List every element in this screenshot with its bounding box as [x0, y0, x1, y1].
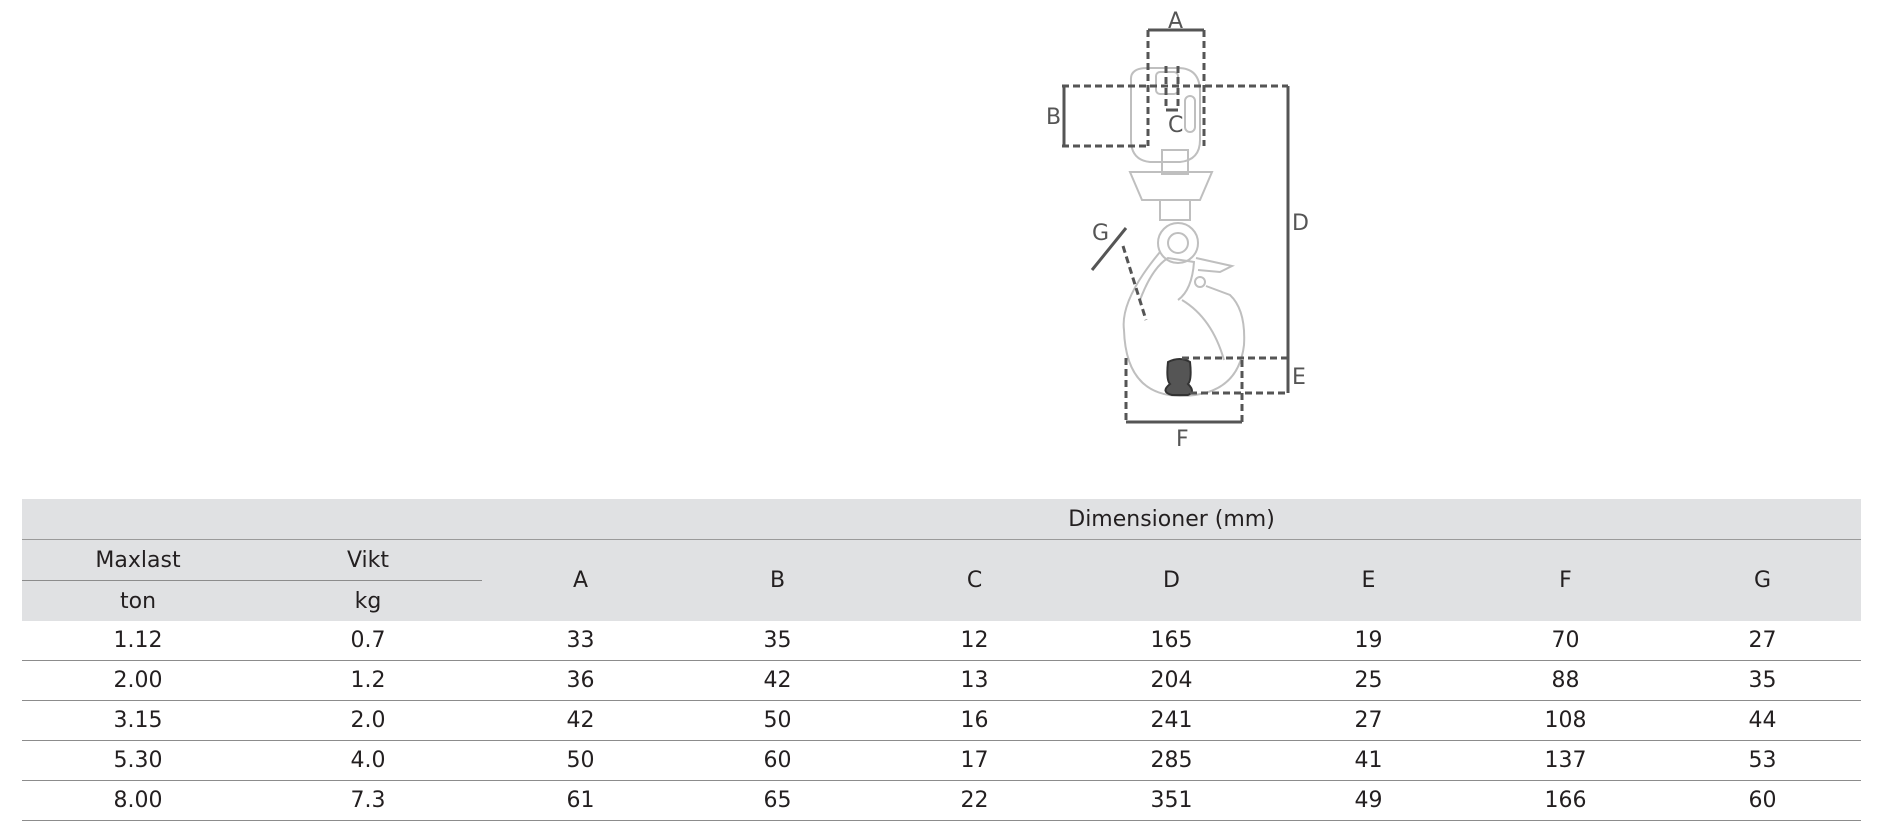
table-cell: 241: [1073, 700, 1270, 741]
table-cell: 22: [876, 780, 1073, 821]
table-cell: 17: [876, 740, 1073, 781]
table-cell: 0.7: [254, 621, 482, 661]
dim-label-g: G: [1092, 221, 1109, 246]
table-cell: 108: [1467, 700, 1664, 741]
table-cell: 137: [1467, 740, 1664, 781]
table-cell: 5.30: [22, 740, 254, 781]
dim-label-e: E: [1292, 365, 1306, 390]
column-header-b: B: [679, 539, 876, 621]
table-cell: 60: [679, 740, 876, 781]
dim-label-f: F: [1176, 427, 1189, 452]
unit-kg: kg: [254, 580, 482, 621]
table-cell: 50: [679, 700, 876, 741]
table-cell: 165: [1073, 621, 1270, 661]
header-blank: [22, 499, 482, 540]
header-row-group: Dimensioner (mm): [22, 499, 1862, 540]
swivel-hook-diagram: A B C D E F G: [1046, 9, 1309, 452]
dim-label-c: C: [1168, 113, 1183, 138]
swivel-eye-shape: [1129, 67, 1201, 163]
table-cell: 36: [482, 660, 679, 701]
unit-ton: ton: [22, 580, 254, 621]
specification-table: Dimensioner (mm) Maxlast Vikt A B C D E …: [22, 499, 1862, 821]
table-cell: 42: [679, 660, 876, 701]
column-header-c: C: [876, 539, 1073, 621]
table-cell: 50: [482, 740, 679, 781]
table-cell: 35: [1664, 660, 1862, 701]
table-cell: 19: [1270, 621, 1467, 661]
table-cell: 2.0: [254, 700, 482, 741]
table-cell: 1.2: [254, 660, 482, 701]
dimensions-group-header: Dimensioner (mm): [482, 499, 1862, 540]
table-cell: 49: [1270, 780, 1467, 821]
table-cell: 27: [1664, 621, 1862, 661]
table-cell: 12: [876, 621, 1073, 661]
table-cell: 166: [1467, 780, 1664, 821]
table-cell: 13: [876, 660, 1073, 701]
table-cell: 42: [482, 700, 679, 741]
table-cell: 61: [482, 780, 679, 821]
table-cell: 351: [1073, 780, 1270, 821]
table-cell: 88: [1467, 660, 1664, 701]
table-cell: 8.00: [22, 780, 254, 821]
table-cell: 25: [1270, 660, 1467, 701]
column-header-vikt: Vikt: [254, 539, 482, 581]
table-cell: 285: [1073, 740, 1270, 781]
table-cell: 2.00: [22, 660, 254, 701]
hook-cross-section: [1164, 358, 1193, 396]
dim-label-b: B: [1046, 105, 1061, 130]
dim-label-a: A: [1168, 9, 1183, 34]
table-cell: 60: [1664, 780, 1862, 821]
dim-label-d: D: [1292, 211, 1309, 236]
column-header-d: D: [1073, 539, 1270, 621]
table-cell: 70: [1467, 621, 1664, 661]
table-cell: 204: [1073, 660, 1270, 701]
header-row-units: ton kg: [22, 580, 1861, 621]
column-header-e: E: [1270, 539, 1467, 621]
column-header-maxlast: Maxlast: [22, 539, 254, 581]
table-cell: 35: [679, 621, 876, 661]
column-header-a: A: [482, 539, 679, 621]
table-cell: 1.12: [22, 621, 254, 661]
table-cell: 65: [679, 780, 876, 821]
column-header-f: F: [1467, 539, 1664, 621]
column-header-g: G: [1664, 539, 1862, 621]
table-cell: 44: [1664, 700, 1862, 741]
table-cell: 41: [1270, 740, 1467, 781]
table-cell: 3.15: [22, 700, 254, 741]
table-cell: 4.0: [254, 740, 482, 781]
header-row-names: Maxlast Vikt A B C D E F G: [22, 539, 1862, 621]
table-cell: 53: [1664, 740, 1862, 781]
table-cell: 16: [876, 700, 1073, 741]
table-cell: 33: [482, 621, 679, 661]
table-cell: 27: [1270, 700, 1467, 741]
table-cell: 7.3: [254, 780, 482, 821]
